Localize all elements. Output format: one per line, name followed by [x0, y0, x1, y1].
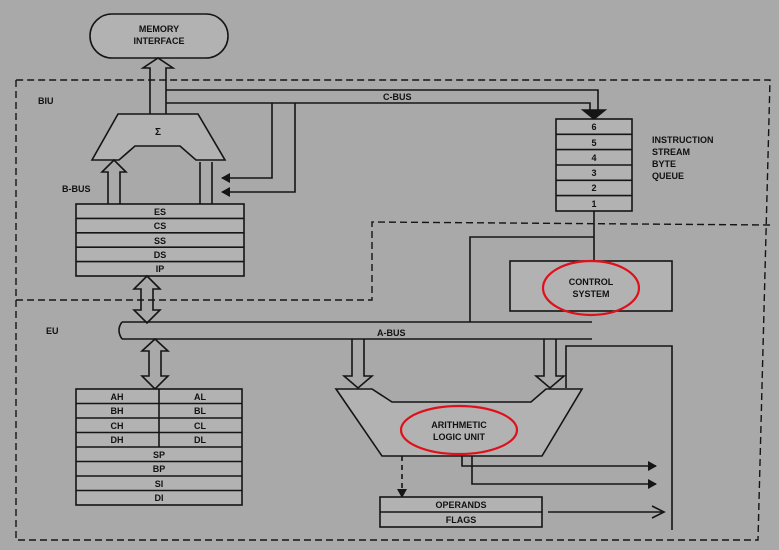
queue-byte-2: 2 [591, 183, 596, 193]
queue-byte-3: 3 [591, 168, 596, 178]
register-bl: BL [194, 406, 206, 416]
register-al: AL [194, 392, 206, 402]
general-register-file [75, 388, 243, 506]
queue-byte-4: 4 [591, 153, 596, 163]
queue-byte-labels: 6 5 4 3 2 1 [591, 122, 596, 209]
memory-interface-label-2: INTERFACE [133, 36, 184, 46]
alu-outputs [397, 456, 666, 519]
register-dh: DH [111, 435, 124, 445]
general-register-labels: AH AL BH BL CH CL DH DL SP BP SI DI [111, 392, 207, 503]
queue-caption: INSTRUCTION STREAM BYTE QUEUE [652, 135, 714, 181]
register-bp: BP [153, 464, 166, 474]
register-cs: CS [154, 221, 167, 231]
operands-label: OPERANDS [435, 500, 486, 510]
control-system-box [509, 260, 673, 312]
queue-caption-1: INSTRUCTION [652, 135, 714, 145]
register-ss: SS [154, 236, 166, 246]
alu-shape [334, 388, 584, 457]
queue-byte-5: 5 [591, 138, 596, 148]
control-system-label-1: CONTROL [569, 277, 614, 287]
queue-caption-2: STREAM [652, 147, 690, 157]
register-cl: CL [194, 421, 206, 431]
a-bus-arrows [341, 339, 673, 530]
alu-label-1: ARITHMETIC [431, 420, 487, 430]
address-adder [90, 113, 227, 161]
segment-register-stack [75, 203, 245, 277]
segment-register-labels: ES CS SS DS IP [154, 207, 167, 274]
queue-to-eu-line [469, 236, 594, 322]
register-ip: IP [156, 264, 165, 274]
biu-label: BIU [38, 96, 54, 106]
register-sp: SP [153, 450, 165, 460]
register-ah: AH [111, 392, 124, 402]
eu-register-link-arrow [139, 337, 171, 391]
a-bus-label: A-BUS [377, 328, 406, 338]
b-bus-arrows [100, 158, 213, 204]
c-bus-label: C-BUS [383, 92, 412, 102]
memory-bus-arrow [140, 57, 176, 114]
register-dl: DL [194, 435, 206, 445]
queue-byte-1: 1 [591, 199, 596, 209]
b-bus-label: B-BUS [62, 184, 91, 194]
register-ds: DS [154, 250, 167, 260]
queue-byte-6: 6 [591, 122, 596, 132]
register-ch: CH [111, 421, 124, 431]
c-bus [166, 89, 608, 197]
register-si: SI [155, 479, 164, 489]
operands-flags-box [379, 496, 543, 528]
eu-label: EU [46, 326, 59, 336]
memory-interface-label-1: MEMORY [139, 24, 179, 34]
control-system-label-2: SYSTEM [572, 289, 609, 299]
register-di: DI [155, 493, 164, 503]
biu-eu-link-arrow [132, 274, 162, 325]
register-es: ES [154, 207, 166, 217]
alu-highlight [399, 404, 519, 456]
queue-caption-3: BYTE [652, 159, 676, 169]
eu-internal-bus [118, 321, 592, 340]
control-system-highlight [541, 259, 641, 317]
alu-label-2: LOGIC UNIT [433, 432, 485, 442]
instruction-queue [555, 118, 633, 212]
queue-caption-4: QUEUE [652, 171, 684, 181]
sigma-label: Σ [155, 127, 161, 138]
register-bh: BH [111, 406, 124, 416]
flags-label: FLAGS [446, 515, 477, 525]
unit-boundary [15, 79, 771, 541]
